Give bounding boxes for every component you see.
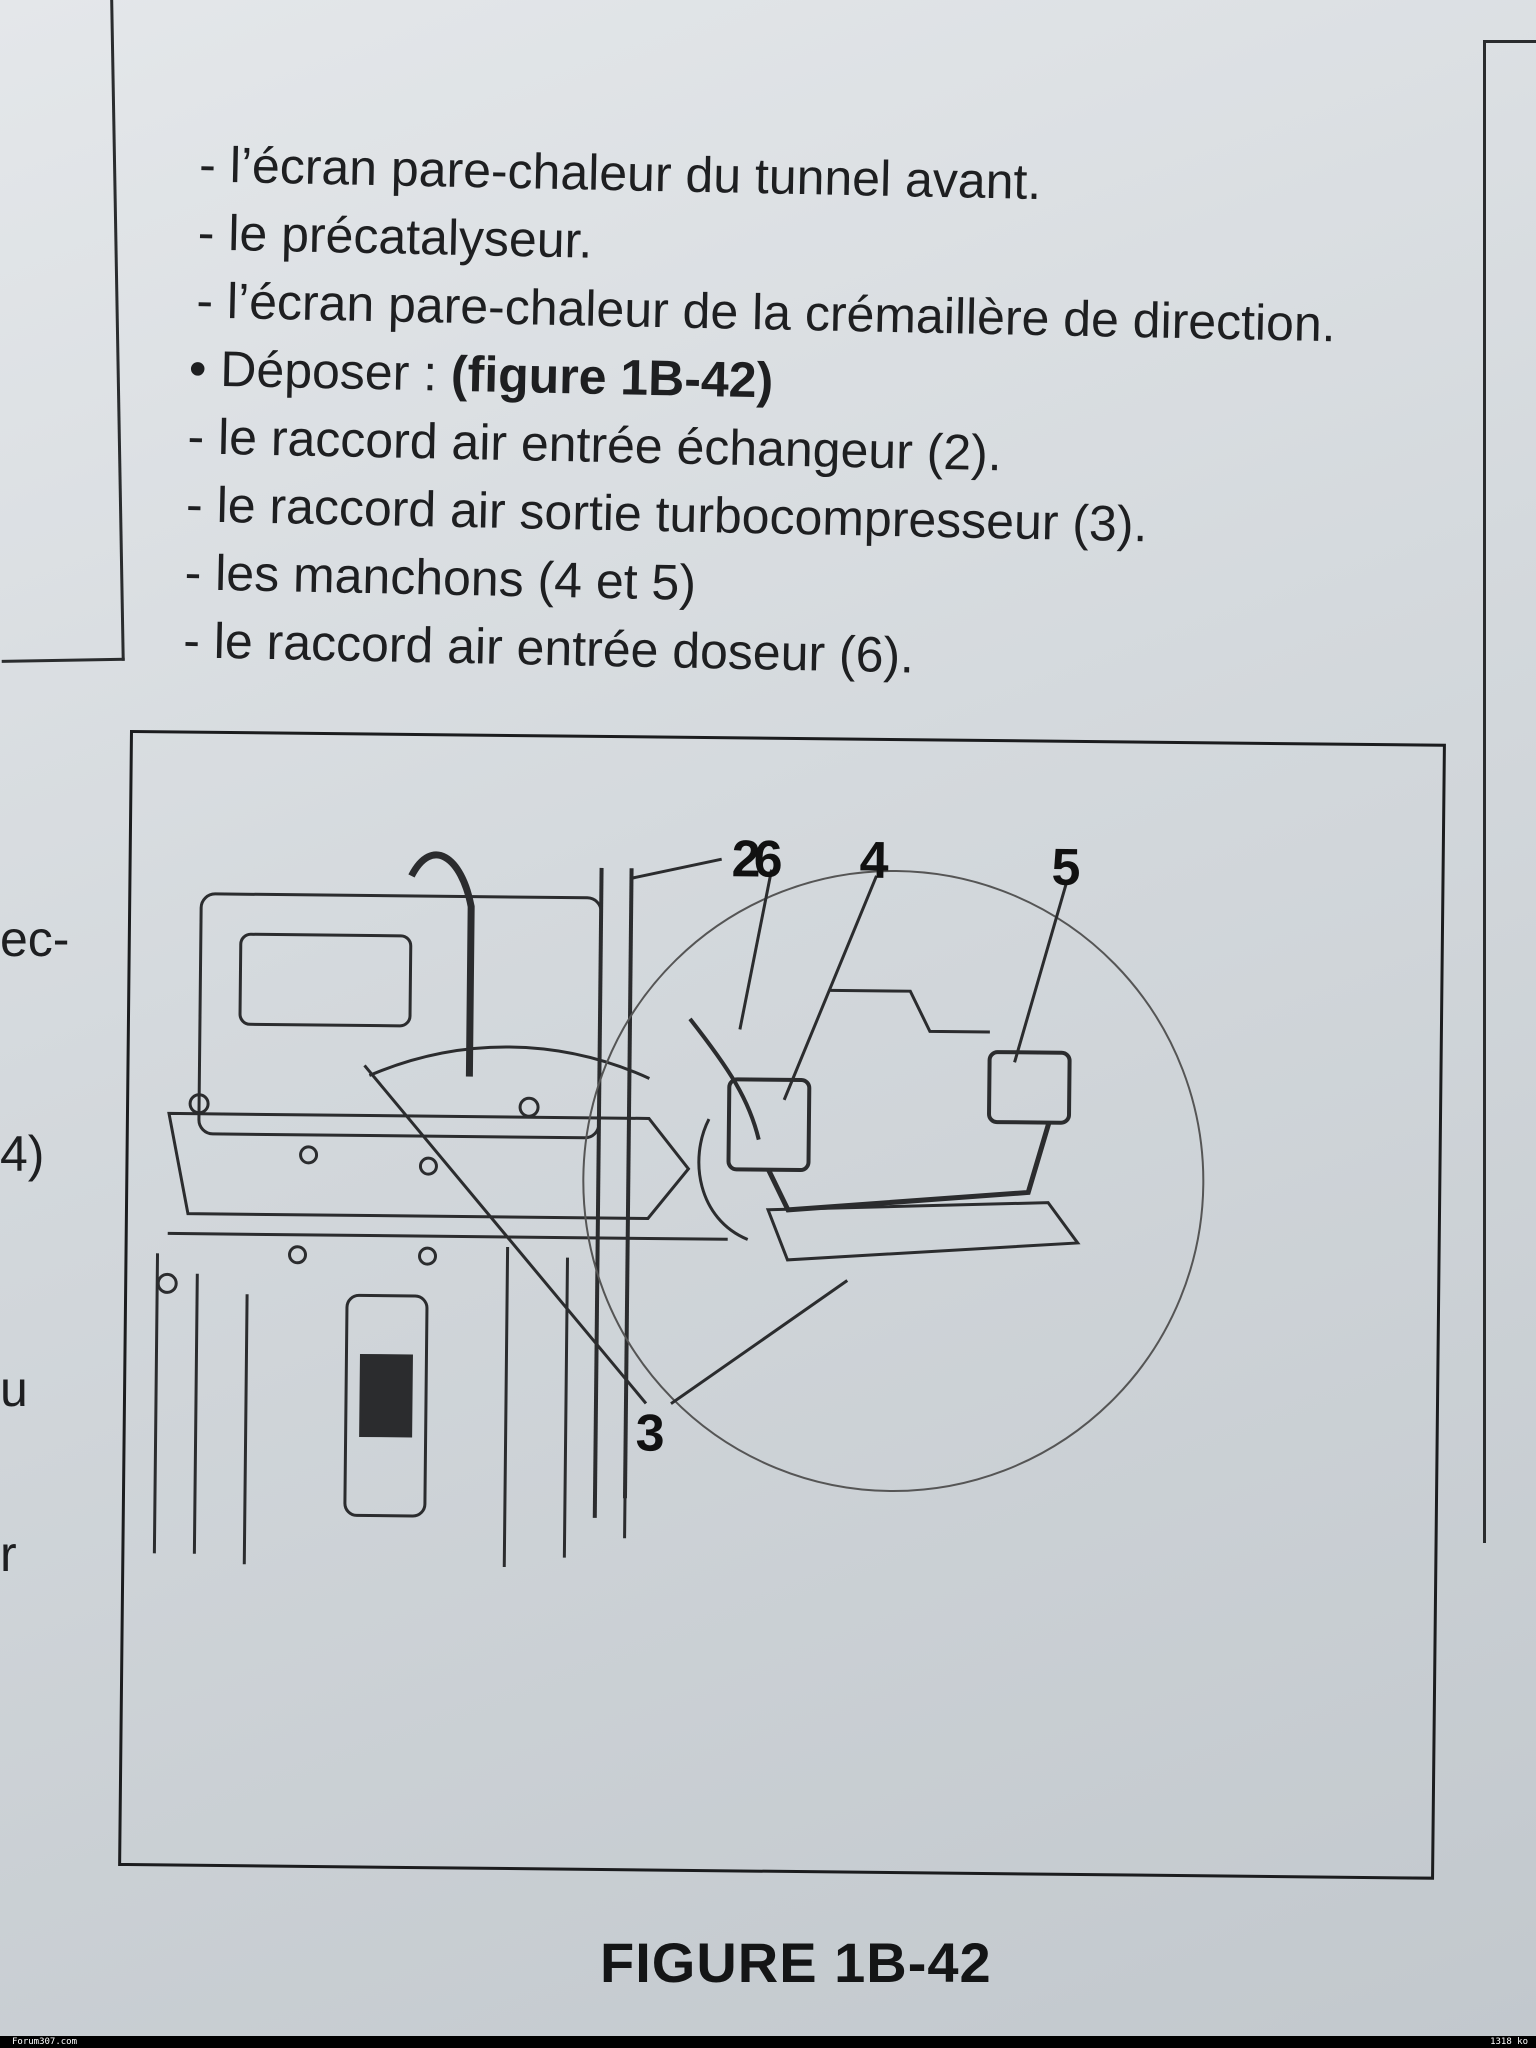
figure-caption: FIGURE 1B-42 [600, 1931, 992, 1994]
margin-fragment: ec- [0, 911, 70, 967]
bolt [518, 1096, 540, 1118]
sleeve-4 [726, 1077, 812, 1173]
subframe-line [167, 1231, 728, 1241]
hose-6 [688, 1017, 761, 1141]
leader-5 [1013, 882, 1068, 1063]
hose-3 [368, 1045, 651, 1080]
margin-fragment: r [0, 1526, 17, 1582]
bolt [188, 1093, 210, 1115]
frame-ribs [152, 1253, 249, 1565]
detail-circle [582, 870, 1205, 1493]
leader-4 [782, 875, 878, 1101]
bolt [288, 1245, 308, 1265]
right-column-frame [1483, 40, 1536, 1543]
cover-plate [238, 932, 413, 1028]
margin-fragment: 4) [0, 1126, 45, 1182]
callout-3: 3 [635, 1404, 665, 1463]
air-hose-2 [408, 851, 475, 1077]
filter-part [343, 1293, 429, 1518]
instructions-block: - l’écran pare-chaleur du tunnel avant. … [169, 130, 1460, 701]
engine-block-outline [197, 892, 603, 1140]
filter-core [359, 1353, 413, 1438]
leader-6 [738, 869, 774, 1030]
watermark-left: Forum307.com [12, 2037, 78, 2047]
frame-ribs-right [502, 1246, 629, 1567]
pipe-body [765, 1201, 1081, 1262]
bolt [418, 1246, 438, 1266]
bolt [299, 1145, 319, 1165]
watermark-right: 1318 ko [1490, 2037, 1528, 2047]
vertical-pipe-2 [622, 868, 634, 1499]
figure-frame: 2 6 4 5 3 [118, 730, 1446, 1880]
engine-illustration [152, 851, 1205, 1567]
margin-fragment: u [0, 1361, 28, 1417]
watermark-bar [0, 2036, 1536, 2048]
sleeve-5 [987, 1050, 1072, 1125]
leader-3b [670, 1279, 849, 1405]
callout-6: 6 [753, 830, 783, 889]
intercooler-pipe [766, 1121, 1052, 1213]
bolt [418, 1156, 438, 1176]
callout-5: 5 [1051, 838, 1081, 897]
callout-4: 4 [859, 831, 889, 890]
left-column-frame [0, 0, 125, 663]
pipe-curve [697, 1118, 749, 1241]
crossmember [167, 1111, 691, 1220]
figure-reference: (figure 1B-42) [450, 345, 774, 409]
depose-prefix: • Déposer : [188, 340, 452, 402]
leader-3a [363, 1064, 648, 1405]
leader-2 [631, 857, 722, 880]
bolt [156, 1272, 178, 1294]
vertical-pipe [592, 867, 604, 1518]
bracket [830, 988, 990, 1034]
